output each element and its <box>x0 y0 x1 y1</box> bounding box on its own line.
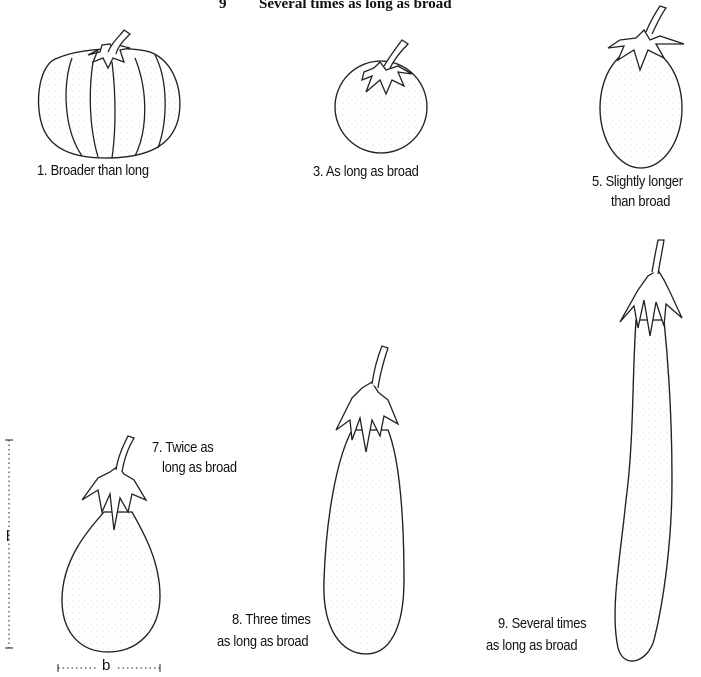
fruit-3-as-long-as-broad <box>335 40 427 153</box>
label-fig-5-line-2: than broad <box>611 192 670 211</box>
fruit-5-slightly-longer <box>600 6 684 168</box>
label-fig-8-line-2: as long as broad <box>217 632 308 651</box>
label-fig-8-line-1: 8. Three times <box>232 610 311 629</box>
label-fig-9-line-1: 9. Several times <box>498 614 586 633</box>
label-fig-9-line-2: as long as broad <box>486 636 577 655</box>
length-symbol: l <box>6 528 9 545</box>
label-fig-5-line-1: 5. Slightly longer <box>592 172 683 191</box>
fruit-7-twice-as-long <box>62 436 160 652</box>
fruit-8-three-times-long <box>324 346 404 654</box>
fruit-1-broader-than-long <box>39 30 180 158</box>
label-fig-3: 3. As long as broad <box>313 162 419 181</box>
label-fig-7-line-2: long as broad <box>162 458 237 477</box>
breadth-symbol: b <box>102 657 110 674</box>
label-fig-1: 1. Broader than long <box>37 161 149 180</box>
label-fig-7-line-1: 7. Twice as <box>152 438 213 457</box>
fruit-9-several-times-long <box>615 240 682 661</box>
